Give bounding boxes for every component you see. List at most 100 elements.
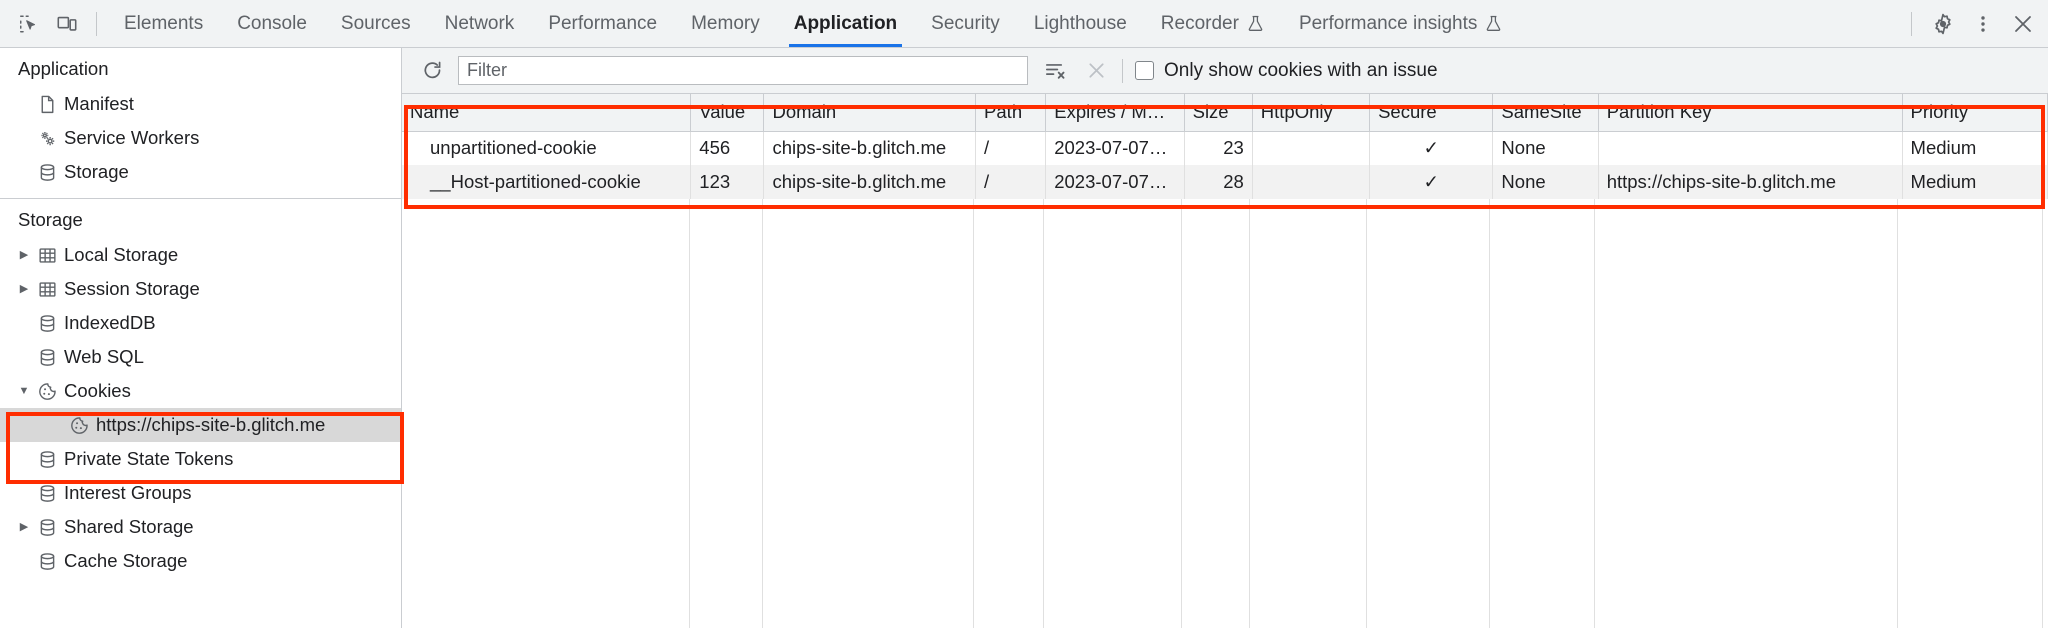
empty-column-divider bbox=[1250, 199, 1367, 628]
cell-expires[interactable]: 2023-07-07… bbox=[1045, 131, 1185, 165]
disclosure-collapsed-icon[interactable]: ▶ bbox=[19, 282, 29, 295]
sidebar-item-web-sql[interactable]: Web SQL bbox=[0, 340, 401, 374]
manifest-document-icon bbox=[34, 94, 60, 115]
sidebar-item-local-storage[interactable]: ▶Local Storage bbox=[0, 238, 401, 272]
cell-name[interactable]: __Host-partitioned-cookie bbox=[402, 165, 692, 199]
toolbar-divider bbox=[96, 11, 97, 36]
sidebar-item-label: Private State Tokens bbox=[64, 448, 234, 469]
cell-size[interactable]: 28 bbox=[1184, 165, 1253, 199]
refresh-icon[interactable] bbox=[416, 55, 448, 87]
sidebar-item-cache-storage[interactable]: Cache Storage bbox=[0, 544, 401, 578]
column-header-priority[interactable]: Priority bbox=[1902, 94, 2048, 132]
cell-httponly[interactable] bbox=[1252, 131, 1371, 165]
cell-secure[interactable]: ✓ bbox=[1369, 165, 1494, 199]
column-header-value[interactable]: Value bbox=[690, 94, 765, 132]
tab-elements[interactable]: Elements bbox=[107, 0, 220, 47]
tab-application[interactable]: Application bbox=[777, 0, 914, 47]
cell-partitionkey[interactable]: https://chips-site-b.glitch.me bbox=[1598, 165, 1903, 199]
cell-priority[interactable]: Medium bbox=[1902, 165, 2048, 199]
tab-sources[interactable]: Sources bbox=[324, 0, 428, 47]
tab-performance[interactable]: Performance bbox=[531, 0, 674, 47]
sidebar-item-manifest[interactable]: Manifest bbox=[0, 87, 401, 121]
empty-column-divider bbox=[1898, 199, 2043, 628]
disclosure-expanded-icon[interactable]: ▼ bbox=[18, 384, 30, 397]
column-header-httponly[interactable]: HttpOnly bbox=[1252, 94, 1371, 132]
sidebar-section-title: Application bbox=[18, 58, 109, 79]
table-grid-icon bbox=[34, 245, 60, 266]
tab-recorder[interactable]: Recorder bbox=[1144, 0, 1282, 47]
column-header-size[interactable]: Size bbox=[1184, 94, 1253, 132]
tab-label: Network bbox=[444, 12, 515, 34]
column-header-path[interactable]: Path bbox=[975, 94, 1047, 132]
cookies-panel: Only show cookies with an issue NameValu… bbox=[402, 48, 2048, 628]
tab-label: Console bbox=[237, 12, 307, 34]
toolbar-right-actions bbox=[1895, 5, 2042, 43]
service-workers-gears-icon bbox=[34, 128, 60, 149]
sidebar-item-service-workers[interactable]: Service Workers bbox=[0, 121, 401, 155]
cell-path[interactable]: / bbox=[975, 165, 1047, 199]
sidebar-item-cookies[interactable]: ▼Cookies bbox=[0, 374, 401, 408]
clear-filtered-cookies-icon[interactable] bbox=[1038, 55, 1070, 87]
only-show-issues-checkbox[interactable]: Only show cookies with an issue bbox=[1135, 60, 1438, 82]
cell-domain[interactable]: chips-site-b.glitch.me bbox=[763, 131, 977, 165]
empty-column-divider bbox=[690, 199, 763, 628]
cell-httponly[interactable] bbox=[1252, 165, 1371, 199]
sidebar-item-indexeddb[interactable]: IndexedDB bbox=[0, 306, 401, 340]
sidebar-item-session-storage[interactable]: ▶Session Storage bbox=[0, 272, 401, 306]
cookie-icon bbox=[34, 381, 60, 402]
sidebar-item-interest-groups[interactable]: Interest Groups bbox=[0, 476, 401, 510]
cookie-icon bbox=[66, 415, 92, 436]
tab-label: Application bbox=[793, 12, 898, 34]
more-options-icon[interactable] bbox=[1964, 5, 2002, 43]
tab-memory[interactable]: Memory bbox=[674, 0, 777, 47]
disclosure-collapsed-icon[interactable]: ▶ bbox=[19, 520, 29, 533]
cell-domain[interactable]: chips-site-b.glitch.me bbox=[763, 165, 977, 199]
cell-value[interactable]: 123 bbox=[690, 165, 765, 199]
cell-value[interactable]: 456 bbox=[690, 131, 765, 165]
sidebar-item-private-state-tokens[interactable]: Private State Tokens bbox=[0, 442, 401, 476]
database-icon bbox=[34, 162, 60, 183]
cookies-filter-toolbar: Only show cookies with an issue bbox=[402, 48, 2048, 94]
sidebar-section-title: Storage bbox=[18, 209, 83, 230]
sidebar-divider bbox=[0, 198, 401, 199]
cell-secure[interactable]: ✓ bbox=[1369, 131, 1494, 165]
column-header-secure[interactable]: Secure bbox=[1369, 94, 1494, 132]
sidebar-item-label: Cache Storage bbox=[64, 550, 188, 571]
sidebar-item-storage[interactable]: Storage bbox=[0, 155, 401, 189]
checkbox-box[interactable] bbox=[1135, 61, 1154, 80]
sidebar-item-label: Web SQL bbox=[64, 346, 144, 367]
inspect-element-icon[interactable] bbox=[10, 5, 48, 43]
clear-all-cookies-icon[interactable] bbox=[1080, 55, 1112, 87]
cell-samesite[interactable]: None bbox=[1492, 165, 1599, 199]
column-header-partitionkey[interactable]: Partition Key bbox=[1598, 94, 1903, 132]
column-header-expires[interactable]: Expires / M… bbox=[1045, 94, 1185, 132]
cell-name[interactable]: unpartitioned-cookie bbox=[402, 131, 692, 165]
tab-performance-insights[interactable]: Performance insights bbox=[1282, 0, 1520, 47]
filter-input[interactable] bbox=[458, 56, 1028, 85]
cell-partitionkey[interactable] bbox=[1598, 131, 1903, 165]
close-devtools-icon[interactable] bbox=[2004, 5, 2042, 43]
sidebar-item-https-chips-site-b-glitch-me[interactable]: https://chips-site-b.glitch.me bbox=[0, 408, 401, 442]
tab-network[interactable]: Network bbox=[428, 0, 532, 47]
tab-security[interactable]: Security bbox=[914, 0, 1017, 47]
cell-size[interactable]: 23 bbox=[1184, 131, 1253, 165]
cell-path[interactable]: / bbox=[975, 131, 1047, 165]
column-header-domain[interactable]: Domain bbox=[763, 94, 977, 132]
device-toolbar-icon[interactable] bbox=[48, 5, 86, 43]
disclosure-collapsed-icon[interactable]: ▶ bbox=[19, 248, 29, 261]
table-grid-icon bbox=[34, 279, 60, 300]
tab-lighthouse[interactable]: Lighthouse bbox=[1017, 0, 1144, 47]
settings-gear-icon[interactable] bbox=[1924, 5, 1962, 43]
cell-samesite[interactable]: None bbox=[1492, 131, 1599, 165]
tab-console[interactable]: Console bbox=[220, 0, 324, 47]
sidebar-item-shared-storage[interactable]: ▶ Shared Storage bbox=[0, 510, 401, 544]
cell-expires[interactable]: 2023-07-07… bbox=[1045, 165, 1185, 199]
column-header-samesite[interactable]: SameSite bbox=[1492, 94, 1599, 132]
sidebar-item-label: Shared Storage bbox=[64, 516, 194, 537]
tab-label: Security bbox=[931, 12, 1000, 34]
column-header-name[interactable]: Name bbox=[402, 94, 692, 132]
cell-priority[interactable]: Medium bbox=[1902, 131, 2048, 165]
